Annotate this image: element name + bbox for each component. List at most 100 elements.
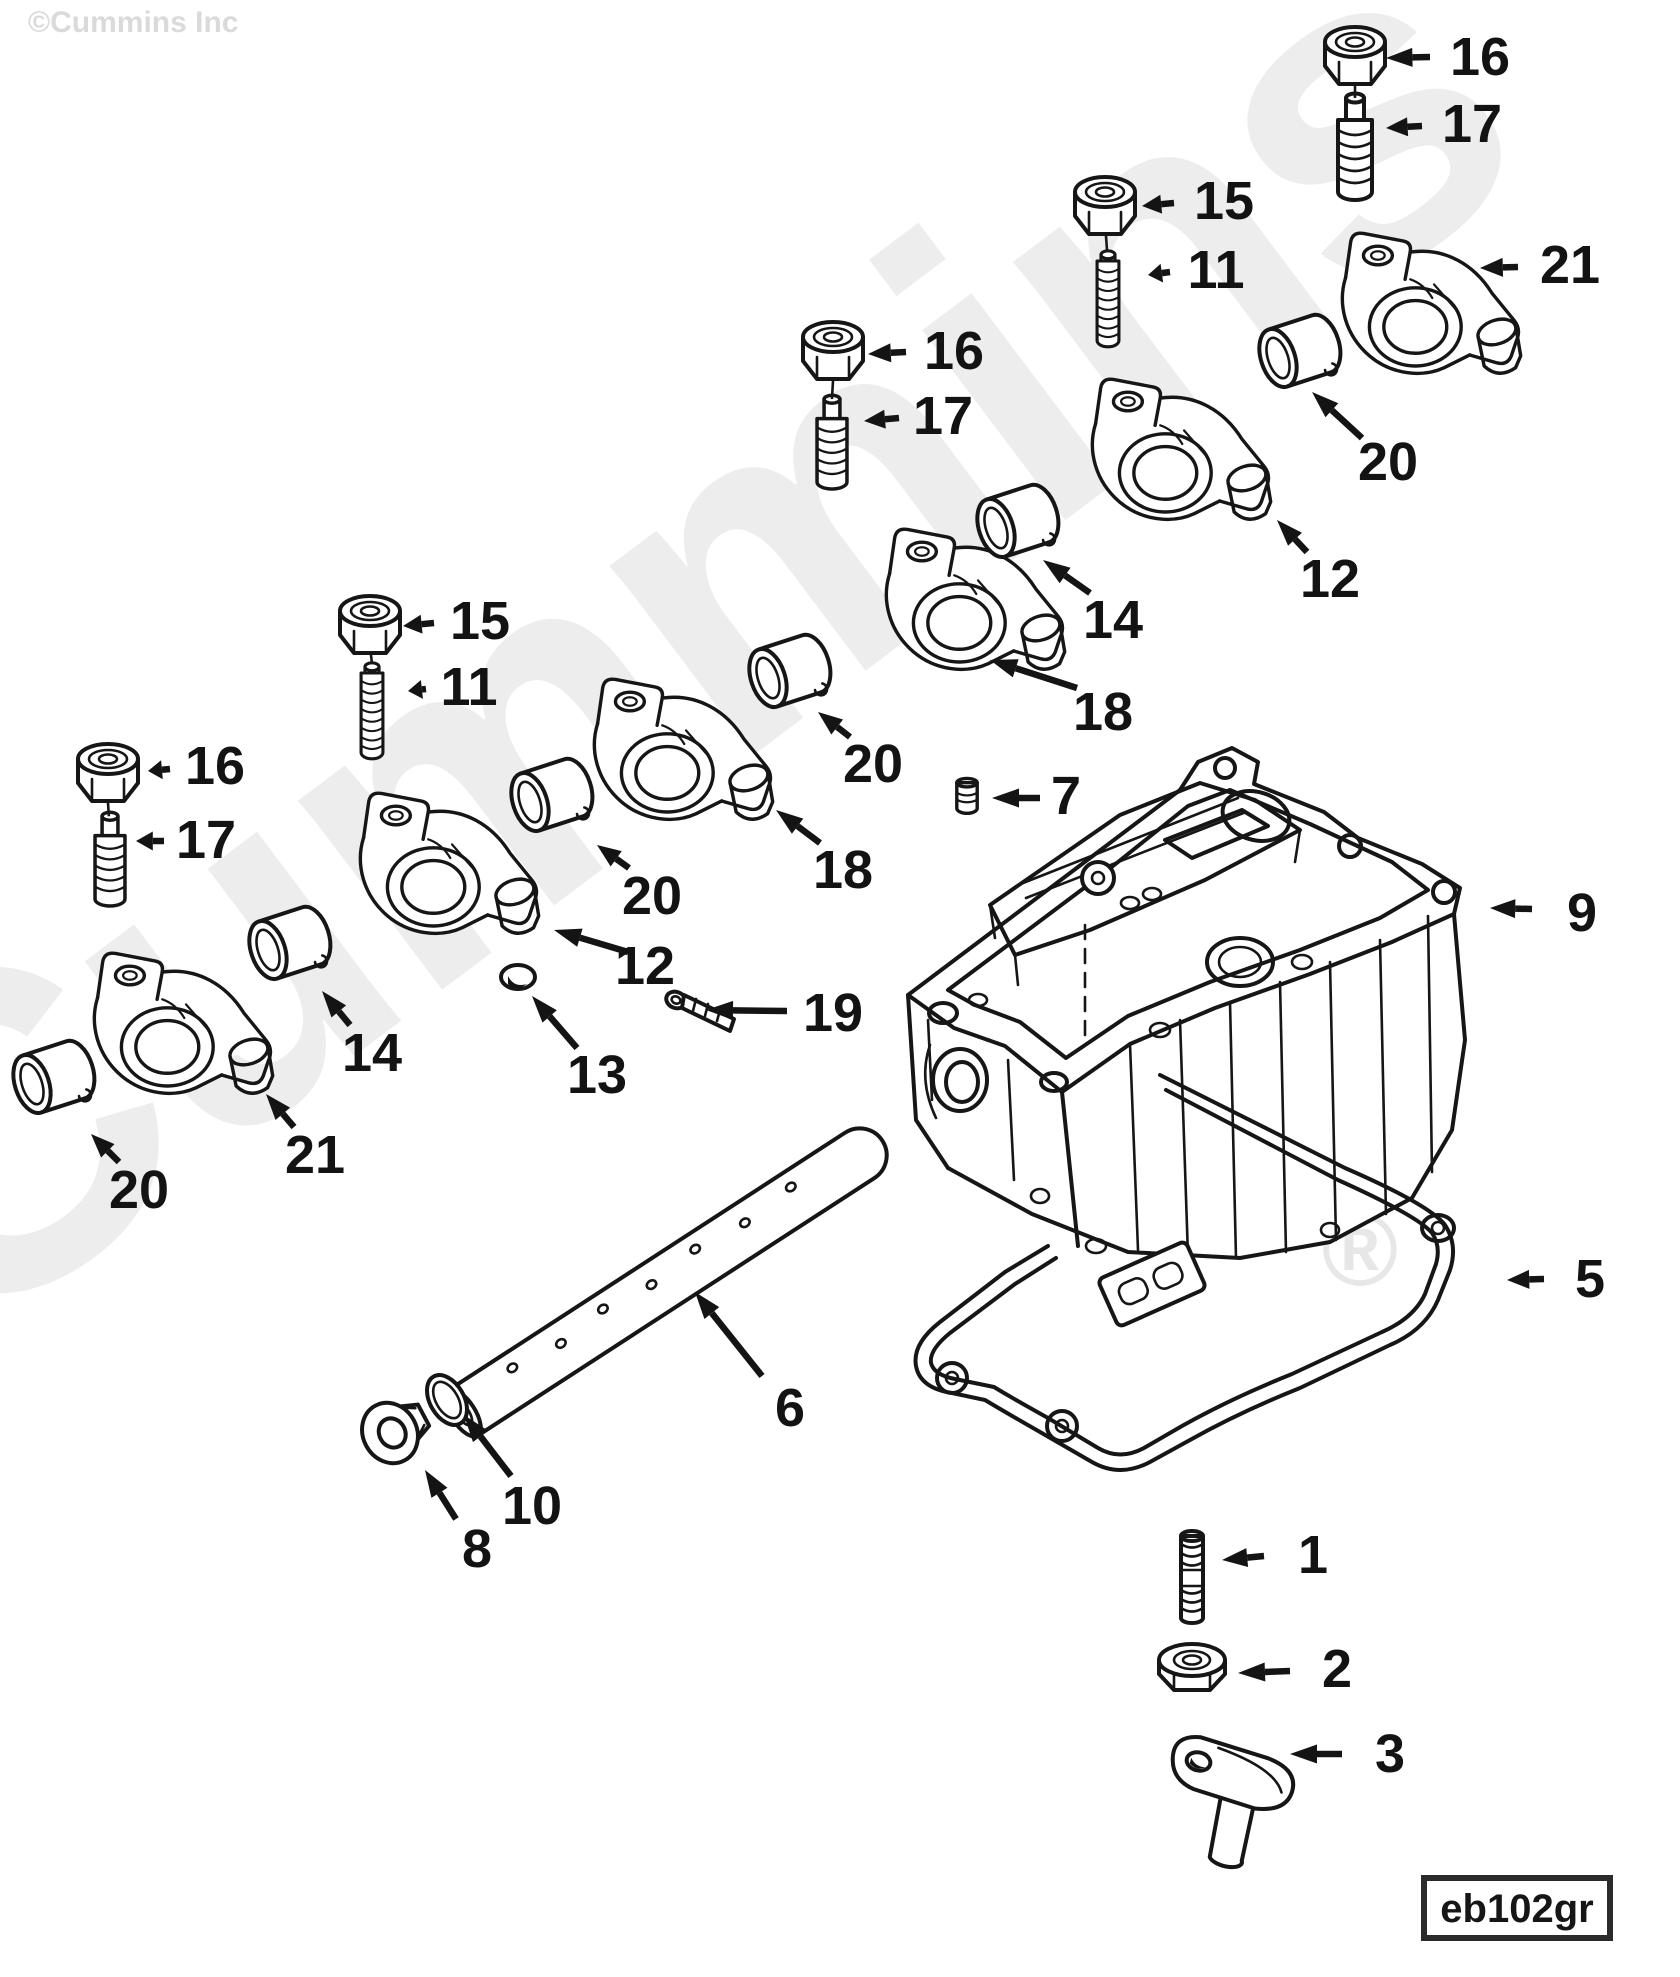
arrowhead-icon (706, 1000, 734, 1020)
leader-line (614, 856, 631, 871)
nut-16-left (76, 742, 140, 803)
leader-line (1292, 536, 1310, 555)
part-number-label: 17 (1442, 94, 1502, 154)
part-number-label: 8 (462, 1519, 492, 1579)
stud-1 (1179, 1529, 1205, 1625)
o-ring-10 (425, 1373, 469, 1427)
arrowhead-icon (322, 991, 347, 1018)
arrowhead-icon (868, 343, 892, 363)
callout-17: 17 (1386, 94, 1502, 154)
callout-16: 16 (148, 736, 245, 796)
callout-5: 5 (1507, 1249, 1605, 1309)
connector-line (106, 801, 111, 820)
arrowhead-icon (403, 614, 423, 634)
arrowhead-icon (818, 712, 844, 735)
leader-line (1329, 407, 1365, 441)
arrowhead-icon (776, 810, 804, 834)
arrowhead-icon (1148, 263, 1164, 283)
callout-15: 15 (403, 591, 510, 651)
arrowhead-icon (1386, 117, 1409, 137)
leader-line (436, 1491, 459, 1521)
callout-20: 20 (1312, 392, 1418, 492)
arrowhead-icon (1312, 392, 1339, 418)
callout-1: 1 (1222, 1525, 1328, 1585)
leader-line (732, 1007, 788, 1015)
leader-line (161, 765, 171, 773)
part-number-label: 16 (924, 321, 984, 381)
leader-line (421, 619, 435, 628)
leader-line (884, 414, 900, 423)
arrowhead-icon (464, 1415, 489, 1443)
rocker-lever-housing-9 (906, 746, 1467, 1260)
nut-15-lower (338, 594, 402, 655)
arrowhead-icon (532, 996, 557, 1023)
callout-18: 18 (990, 659, 1133, 742)
nut-15-upper (1073, 175, 1137, 236)
arrowhead-icon (1277, 520, 1302, 546)
arrowhead-icon (1238, 1662, 1266, 1682)
leader-line (578, 934, 629, 956)
callout-12: 12 (554, 928, 675, 996)
part-number-label: 20 (622, 866, 682, 926)
part-number-label: 6 (775, 1378, 805, 1438)
figure-code-box: eb102gr (1421, 1875, 1613, 1941)
arrowhead-icon (408, 680, 423, 699)
callout-9: 9 (1490, 883, 1597, 943)
callout-21: 21 (266, 1094, 345, 1185)
part-number-label: 10 (502, 1476, 562, 1536)
arrowhead-icon (695, 1292, 720, 1320)
leader-line (1014, 665, 1078, 692)
callout-16: 16 (1386, 27, 1510, 87)
part-number-label: 17 (176, 810, 236, 870)
part-number-label: 12 (615, 936, 675, 996)
leader-line (835, 724, 853, 740)
connector-line (1104, 234, 1109, 252)
callout-12: 12 (1277, 520, 1360, 609)
leader-line (709, 1311, 765, 1379)
part-number-label: 16 (1450, 27, 1510, 87)
callout-2: 2 (1238, 1639, 1352, 1699)
part-number-label: 14 (342, 1023, 402, 1083)
leader-line (280, 1111, 297, 1130)
cover-gasket-5 (913, 1073, 1456, 1472)
callout-7: 7 (992, 766, 1081, 826)
arrowhead-icon (554, 928, 583, 947)
callout-20: 20 (597, 845, 682, 926)
leader-line (336, 1009, 353, 1028)
part-number-label: 20 (843, 734, 903, 794)
part-number-label: 17 (913, 386, 973, 446)
leader-line (477, 1434, 514, 1478)
callout-11: 11 (408, 657, 498, 717)
arrowhead-icon (1043, 560, 1071, 584)
callout-20: 20 (91, 1134, 169, 1220)
leader-line (890, 348, 907, 357)
part-number-label: 2 (1322, 1639, 1352, 1699)
callout-11: 11 (1148, 240, 1245, 300)
arrowhead-icon (266, 1094, 291, 1120)
part-number-label: 7 (1051, 766, 1081, 826)
leader-line (1160, 199, 1175, 208)
leader-line (1264, 1667, 1291, 1676)
callout-17: 17 (136, 810, 236, 870)
figure-code-text: eb102gr (1440, 1887, 1593, 1931)
callout-21: 21 (1480, 235, 1600, 295)
nut-2 (1157, 1642, 1227, 1692)
nut-16-top-right (1323, 25, 1387, 86)
callout-14: 14 (1043, 560, 1143, 650)
part-number-label: 21 (285, 1125, 345, 1185)
part-number-label: 19 (803, 983, 863, 1043)
callout-3: 3 (1290, 1724, 1405, 1784)
part-number-label: 9 (1567, 883, 1597, 943)
callout-6: 6 (695, 1292, 805, 1438)
part-number-label: 16 (185, 736, 245, 796)
part-number-label: 20 (1358, 432, 1418, 492)
callout-14: 14 (322, 991, 402, 1083)
arrowhead-icon (990, 659, 1019, 678)
callout-19: 19 (706, 983, 863, 1043)
part-number-label: 18 (813, 840, 873, 900)
arrowhead-icon (136, 831, 153, 851)
arrowhead-icon (992, 788, 1019, 808)
arrowhead-icon (425, 1470, 448, 1498)
callout-17: 17 (864, 386, 973, 446)
